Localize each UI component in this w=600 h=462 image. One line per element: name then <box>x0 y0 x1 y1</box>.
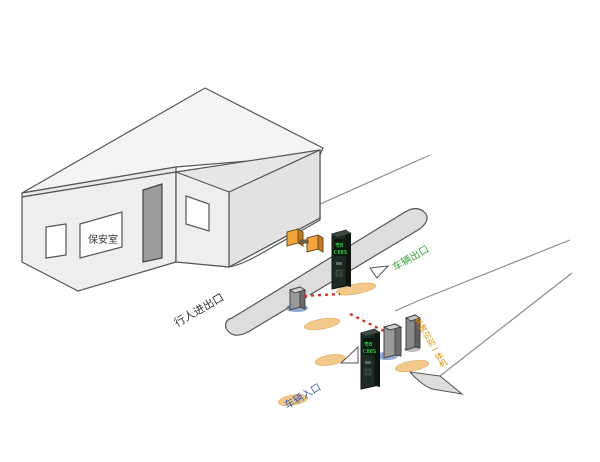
exit-kiosk-screen <box>334 239 345 256</box>
pedestrian-gate-label: 行人进出口 <box>172 290 227 330</box>
road-line-top <box>317 154 431 206</box>
exit-arrow-icon <box>369 265 390 279</box>
entry-arrow-icon <box>339 345 359 364</box>
entry-barrier-gate <box>349 313 403 360</box>
pedestrian-turnstile <box>286 228 324 253</box>
guard-building <box>21 87 324 292</box>
vehicle-exit-label: 车辆出口 <box>390 242 431 273</box>
vehicle-tracks <box>277 282 430 406</box>
road-line-gap <box>394 299 421 312</box>
traffic-island <box>225 207 428 336</box>
exit-screen-line2: C88S <box>334 250 347 256</box>
road-line-right-top <box>419 239 571 301</box>
road-line-right-bottom <box>439 272 573 395</box>
building-base <box>228 216 321 268</box>
entry-screen-line2: C88S <box>363 349 376 355</box>
entry-kiosk: 粤B C88S <box>360 328 380 390</box>
exit-barrier-gate <box>286 286 341 312</box>
building-door <box>142 183 163 263</box>
side-window <box>185 195 210 232</box>
road-curb <box>408 371 464 395</box>
entry-kiosk-screen <box>363 338 374 355</box>
exit-kiosk: 粤B C88S <box>331 229 351 290</box>
exit-screen-line1: 粤B <box>335 242 344 249</box>
plate-camera-unit <box>404 314 422 352</box>
entry-screen-line1: 粤B <box>364 341 373 348</box>
guard-room-window <box>79 211 123 259</box>
left-window <box>45 223 67 259</box>
exit-boom-arm <box>303 292 341 298</box>
guard-room-label: 保安室 <box>88 233 118 246</box>
